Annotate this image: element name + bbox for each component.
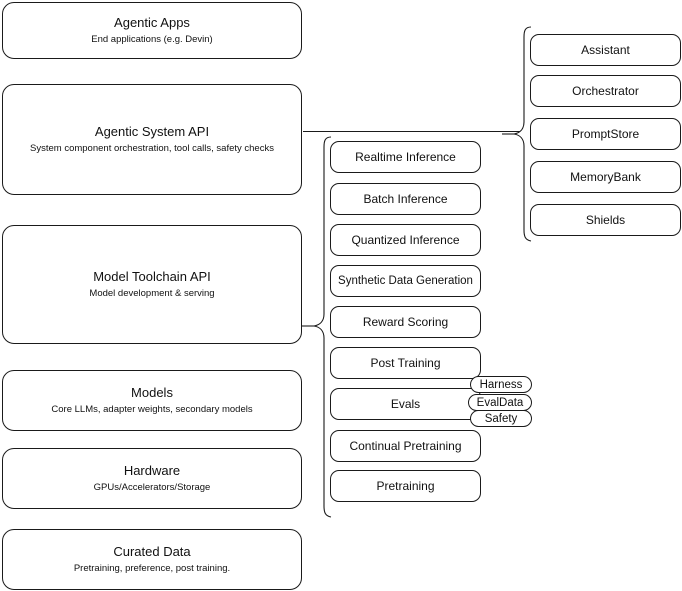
layer-subtitle: Pretraining, preference, post training. (73, 563, 231, 574)
system-component-chip-orchestrator[interactable]: Orchestrator (530, 75, 681, 107)
capability-chip-synthetic-data-generation[interactable]: Synthetic Data Generation (330, 265, 481, 297)
layer-title: Hardware (123, 463, 181, 478)
capability-chip-batch-inference[interactable]: Batch Inference (330, 183, 481, 215)
evals-subcomponent-harness[interactable]: Harness (470, 376, 532, 393)
layer-subtitle: Core LLMs, adapter weights, secondary mo… (51, 404, 253, 415)
layer-subtitle: Model development & serving (89, 288, 215, 299)
system-component-chip-memorybank[interactable]: MemoryBank (530, 161, 681, 193)
layer-title: Models (131, 385, 173, 400)
capability-chip-reward-scoring[interactable]: Reward Scoring (330, 306, 481, 338)
layer-subtitle: GPUs/Accelerators/Storage (93, 482, 211, 493)
capability-chip-continual-pretraining[interactable]: Continual Pretraining (330, 430, 481, 462)
layer-subtitle: System component orchestration, tool cal… (30, 143, 274, 154)
capability-chip-evals[interactable]: Evals (330, 388, 481, 420)
layer-box-models[interactable]: Models Core LLMs, adapter weights, secon… (2, 370, 302, 431)
layer-box-curated-data[interactable]: Curated Data Pretraining, preference, po… (2, 529, 302, 590)
layer-box-hardware[interactable]: Hardware GPUs/Accelerators/Storage (2, 448, 302, 509)
capability-chip-post-training[interactable]: Post Training (330, 347, 481, 379)
layer-title: Model Toolchain API (93, 269, 211, 284)
evals-subcomponent-evaldata[interactable]: EvalData (468, 394, 532, 411)
brace-agentic-system-components (502, 26, 532, 242)
layer-title: Agentic Apps (114, 15, 190, 30)
evals-subcomponent-safety[interactable]: Safety (470, 410, 532, 427)
layer-title: Agentic System API (94, 124, 210, 139)
layer-box-model-toolchain-api[interactable]: Model Toolchain API Model development & … (2, 225, 302, 344)
layer-title: Curated Data (113, 544, 191, 559)
brace-toolchain-capabilities (302, 136, 332, 518)
layer-subtitle: End applications (e.g. Devin) (91, 34, 213, 45)
capability-chip-quantized-inference[interactable]: Quantized Inference (330, 224, 481, 256)
connector-line-agentic-system-api (303, 131, 520, 132)
system-component-chip-shields[interactable]: Shields (530, 204, 681, 236)
system-component-chip-promptstore[interactable]: PromptStore (530, 118, 681, 150)
capability-chip-realtime-inference[interactable]: Realtime Inference (330, 141, 481, 173)
layer-box-agentic-system-api[interactable]: Agentic System API System component orch… (2, 84, 302, 195)
system-component-chip-assistant[interactable]: Assistant (530, 34, 681, 66)
capability-chip-pretraining[interactable]: Pretraining (330, 470, 481, 502)
layer-box-agentic-apps[interactable]: Agentic Apps End applications (e.g. Devi… (2, 2, 302, 59)
